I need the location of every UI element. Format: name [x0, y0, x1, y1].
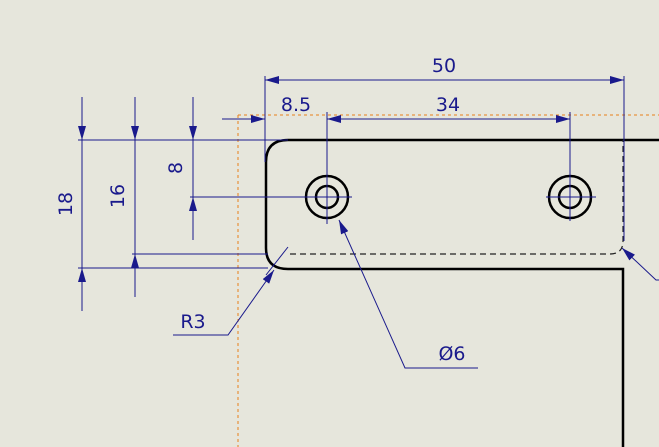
dim-hole-height-label: 8: [165, 162, 187, 174]
part-outline: [264, 138, 659, 447]
leader-fillet-radius: [173, 246, 289, 336]
leader-right-edge: [621, 247, 659, 281]
dim-hole-diameter-label: Ø6: [438, 343, 465, 365]
dim-hole-positions: [222, 112, 571, 224]
dim-hole-spacing-label: 34: [436, 94, 460, 116]
dim-edge-to-hole-label: 8.5: [281, 94, 311, 116]
dim-total-height-label: 18: [55, 192, 77, 216]
leader-hole-diameter: [338, 219, 478, 369]
dim-fillet-radius-label: R3: [180, 311, 205, 333]
hidden-lines: [290, 140, 624, 255]
dim-flange-height-label: 16: [107, 184, 129, 208]
construction-lines: [237, 114, 659, 447]
dim-overall-width-label: 50: [432, 55, 456, 77]
dim-vertical: [78, 97, 303, 311]
